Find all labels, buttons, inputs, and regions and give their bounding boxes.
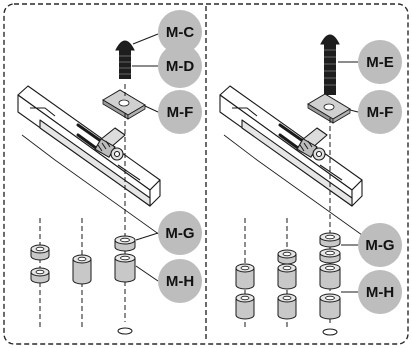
callout-label: M-H xyxy=(366,284,394,301)
callout-m-f-left: M-F xyxy=(158,90,202,134)
callout-label: M-E xyxy=(366,54,394,71)
callout-m-e: M-E xyxy=(358,40,402,84)
right-leader-lines xyxy=(338,61,359,293)
spacer-washer xyxy=(30,244,50,261)
left-spacer-stack-2 xyxy=(72,254,92,285)
right-panel: M-E M-F M-G M-H xyxy=(219,34,402,336)
spacer-washer-mg xyxy=(319,232,341,248)
spacer-washer-mg xyxy=(114,235,136,252)
right-mounting-bracket xyxy=(219,85,396,246)
spacer-tall xyxy=(72,254,92,285)
callout-m-f-right: M-F xyxy=(358,90,402,134)
callout-m-c: M-C xyxy=(158,10,202,54)
callout-m-h-left: M-H xyxy=(158,259,202,303)
spacer-tall xyxy=(277,293,297,320)
left-washer-plate xyxy=(102,89,146,120)
spacer-washer xyxy=(277,249,297,265)
callout-m-g-right: M-G xyxy=(358,223,402,267)
spacer-tall xyxy=(277,263,297,290)
callout-label: M-F xyxy=(367,104,394,121)
left-screw xyxy=(115,40,135,79)
right-washer-plate xyxy=(307,93,351,124)
spacer-washer xyxy=(30,267,50,284)
dashed-border xyxy=(3,3,409,345)
callout-m-d: M-D xyxy=(158,44,202,88)
spacer-tall xyxy=(235,293,255,320)
callout-m-h-right: M-H xyxy=(358,270,402,314)
callout-label: M-H xyxy=(166,273,194,290)
left-spacer-stack-3 xyxy=(114,235,136,283)
spacer-tall xyxy=(235,263,255,290)
right-spacer-stack-1 xyxy=(235,263,255,320)
left-panel: M-C M-D M-F M-G M-H xyxy=(17,10,202,335)
left-leader-lines xyxy=(132,33,159,282)
spacer-tall-mh xyxy=(114,253,136,283)
callout-label: M-D xyxy=(166,58,194,75)
callout-m-g-left: M-G xyxy=(158,211,202,255)
right-spacer-stack-3 xyxy=(319,232,341,320)
callout-label: M-G xyxy=(165,225,194,242)
left-mounting-hole xyxy=(117,327,133,335)
spacer-washer-mg xyxy=(319,248,341,264)
callout-label: M-C xyxy=(166,24,194,41)
callout-label: M-G xyxy=(365,237,394,254)
right-long-screw xyxy=(320,34,340,95)
right-spacer-stack-2 xyxy=(277,249,297,320)
left-spacer-stack-1 xyxy=(30,244,50,284)
spacer-tall-mh xyxy=(319,263,341,290)
callout-label: M-F xyxy=(167,104,194,121)
spacer-tall-mh xyxy=(319,293,341,320)
right-mounting-hole xyxy=(322,328,338,336)
